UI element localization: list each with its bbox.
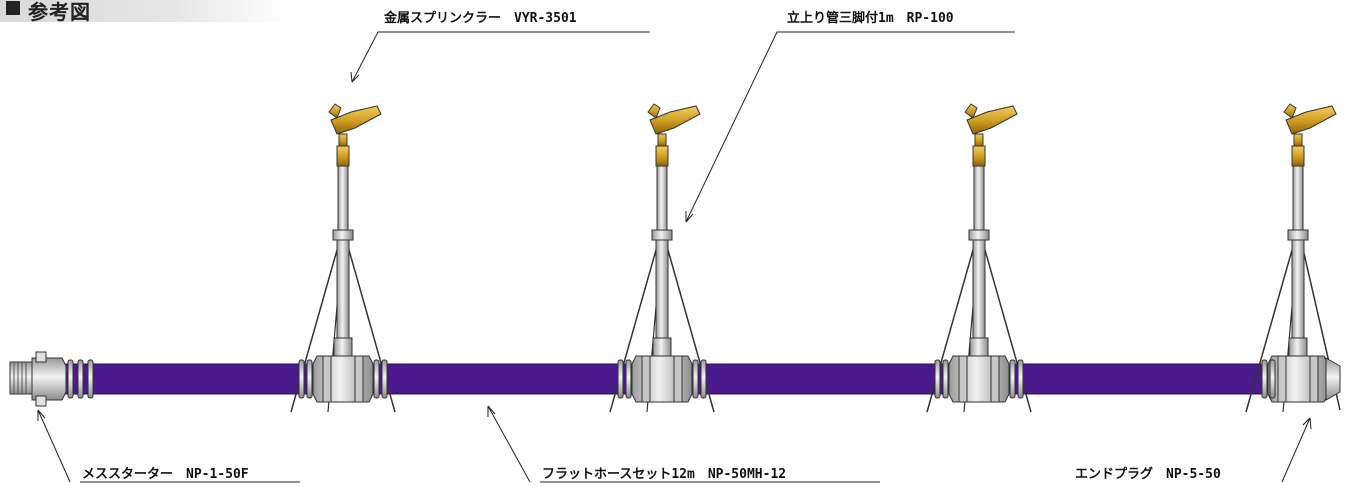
sprinkler-unit [609,103,715,413]
label-starter: メススターター NP-1-50F [82,467,249,482]
label-sprinkler: 金属スプリンクラー VYR-3501 [383,10,577,26]
label-riser: 立上り管三脚付1m RP-100 [787,10,954,26]
page-title: 参考図 [28,0,91,24]
header-band [0,0,290,22]
sprinkler-unit [926,103,1032,413]
leader-lines [37,31,1312,483]
label-hose: フラットホースセット12m NP-50MH-12 [542,467,786,482]
end-plug [1325,357,1341,401]
black-square-icon [6,1,20,15]
label-endplug: エンドプラグ NP-5-50 [1075,466,1221,482]
sprinkler-unit [1245,103,1341,413]
sprinkler-unit [290,103,396,413]
female-starter [9,351,94,407]
